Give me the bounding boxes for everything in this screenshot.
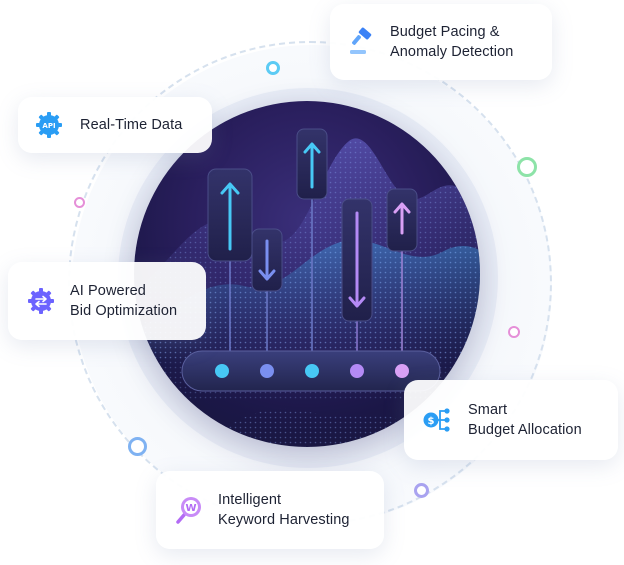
dollar-branch-icon: $ — [422, 405, 452, 435]
api-gear-icon: API — [34, 110, 64, 140]
base-dot-1 — [215, 364, 229, 378]
budget-pacing-line2: Anomaly Detection — [390, 44, 514, 60]
indicator-bar-5 — [386, 188, 418, 252]
keyword-harvesting-line2: Keyword Harvesting — [218, 512, 350, 528]
feature-card-keyword-harvesting: W Intelligent Keyword Harvesting — [156, 471, 384, 549]
keyword-harvesting-line1: Intelligent — [218, 492, 282, 508]
budget-allocation-line2: Budget Allocation — [468, 422, 582, 438]
indicator-bar-2 — [251, 228, 283, 292]
feature-card-budget-allocation: $ Smart Budget Allocation — [404, 380, 618, 460]
central-chart-disc — [134, 101, 480, 447]
gear-exchange-icon — [26, 286, 56, 316]
orbit-dot-blue-left — [128, 437, 147, 456]
indicator-bar-4 — [341, 198, 373, 322]
svg-text:$: $ — [428, 416, 435, 427]
feature-card-bid-optimization: AI Powered Bid Optimization — [8, 262, 206, 340]
orbit-dot-pink-right — [508, 326, 520, 338]
gavel-icon — [346, 27, 376, 57]
indicator-bar-1 — [207, 168, 253, 262]
trend-visual — [134, 128, 480, 447]
base-dot-5 — [395, 364, 409, 378]
orbit-dot-pink-left — [74, 197, 85, 208]
bid-optimization-line1: AI Powered — [70, 283, 146, 299]
base-dot-4 — [350, 364, 364, 378]
base-dot-3 — [305, 364, 319, 378]
feature-card-realtime-data: API Real-Time Data — [18, 97, 212, 153]
orbit-dot-purple-bottom — [414, 483, 429, 498]
orbit-dot-green — [517, 157, 537, 177]
api-icon-text: API — [42, 122, 55, 130]
base-dot-2 — [260, 364, 274, 378]
indicator-bar-3 — [296, 128, 328, 200]
feature-card-budget-pacing: Budget Pacing & Anomaly Detection — [330, 4, 552, 80]
budget-pacing-line1: Budget Pacing & — [390, 24, 500, 40]
budget-allocation-line1: Smart — [468, 402, 508, 418]
w-icon-text: W — [185, 503, 196, 514]
realtime-data-label: Real-Time Data — [80, 117, 183, 133]
bid-optimization-line2: Bid Optimization — [70, 303, 178, 319]
orbit-dot-cyan-top — [266, 61, 280, 75]
w-search-icon: W — [174, 495, 204, 525]
